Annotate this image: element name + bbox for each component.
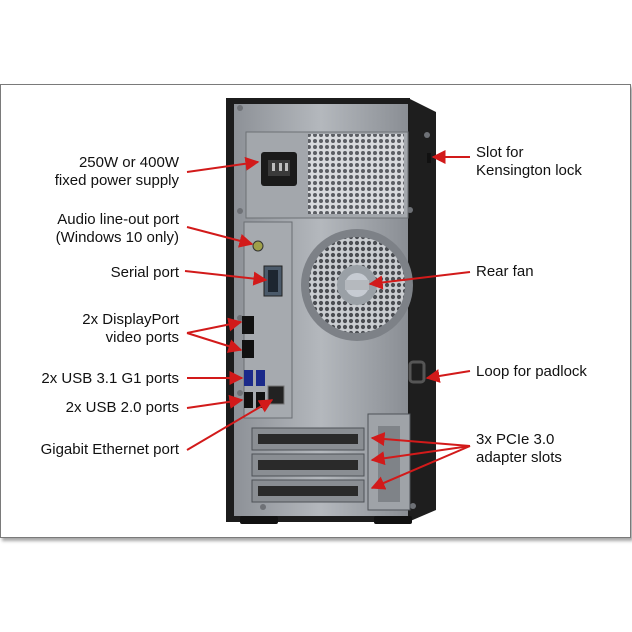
usb31-port-1 — [244, 370, 253, 386]
arrow-displayport-2 — [186, 332, 243, 353]
label-audio: Audio line-out port (Windows 10 only) — [56, 211, 179, 247]
label-audio-line2: (Windows 10 only) — [55, 229, 179, 246]
label-rear-fan: Rear fan — [476, 263, 534, 280]
usb31-port-2 — [256, 370, 265, 386]
tower-chassis — [226, 98, 436, 524]
pcie-slots — [251, 413, 411, 511]
serial-port — [263, 265, 283, 297]
usb20-port-1 — [244, 392, 253, 408]
arrow-serial — [184, 270, 268, 286]
label-pcie-line1: 3x PCIe 3.0 — [476, 431, 555, 448]
label-kensington-line1: Slot for — [476, 144, 524, 161]
label-kensington: Slot for Kensington lock — [476, 144, 582, 180]
label-ethernet: Gigabit Ethernet port — [40, 441, 179, 458]
label-power-supply-line2: fixed power supply — [54, 172, 179, 189]
label-usb20: 2x USB 2.0 ports — [65, 399, 179, 416]
kensington-slot — [427, 153, 431, 163]
callout-arrows — [184, 150, 471, 490]
label-power-supply-line1: 250W or 400W — [78, 154, 179, 171]
padlock-loop — [408, 360, 426, 384]
label-serial: Serial port — [110, 264, 179, 281]
arrow-pcie-3 — [370, 445, 471, 490]
arrow-displayport-1 — [186, 317, 243, 334]
arrow-pcie-1 — [370, 432, 471, 447]
label-audio-line1: Audio line-out port — [57, 211, 179, 228]
displayport-2 — [242, 340, 254, 358]
label-pcie: 3x PCIe 3.0 adapter slots — [476, 431, 562, 467]
arrow-usb20 — [186, 394, 244, 409]
label-power-supply: 250W or 400W fixed power supply — [55, 154, 179, 190]
displayport-1 — [242, 316, 254, 334]
arrow-pcie-2 — [370, 445, 471, 466]
arrow-audio — [186, 226, 254, 248]
audio-jack — [252, 240, 264, 252]
label-pcie-line2: adapter slots — [476, 449, 562, 466]
arrow-padlock — [425, 369, 471, 383]
arrow-rear-fan — [368, 271, 471, 290]
label-padlock: Loop for padlock — [476, 363, 587, 380]
arrow-power-supply — [186, 156, 260, 173]
label-kensington-line2: Kensington lock — [476, 162, 582, 179]
power-inlet — [261, 152, 297, 186]
label-displayport-line1: 2x DisplayPort — [82, 311, 179, 328]
label-displayport-line2: video ports — [105, 329, 179, 346]
label-displayport: 2x DisplayPort video ports — [82, 311, 179, 347]
label-usb31: 2x USB 3.1 G1 ports — [41, 370, 179, 387]
arrow-ethernet — [186, 399, 274, 451]
rear-fan — [301, 229, 413, 341]
